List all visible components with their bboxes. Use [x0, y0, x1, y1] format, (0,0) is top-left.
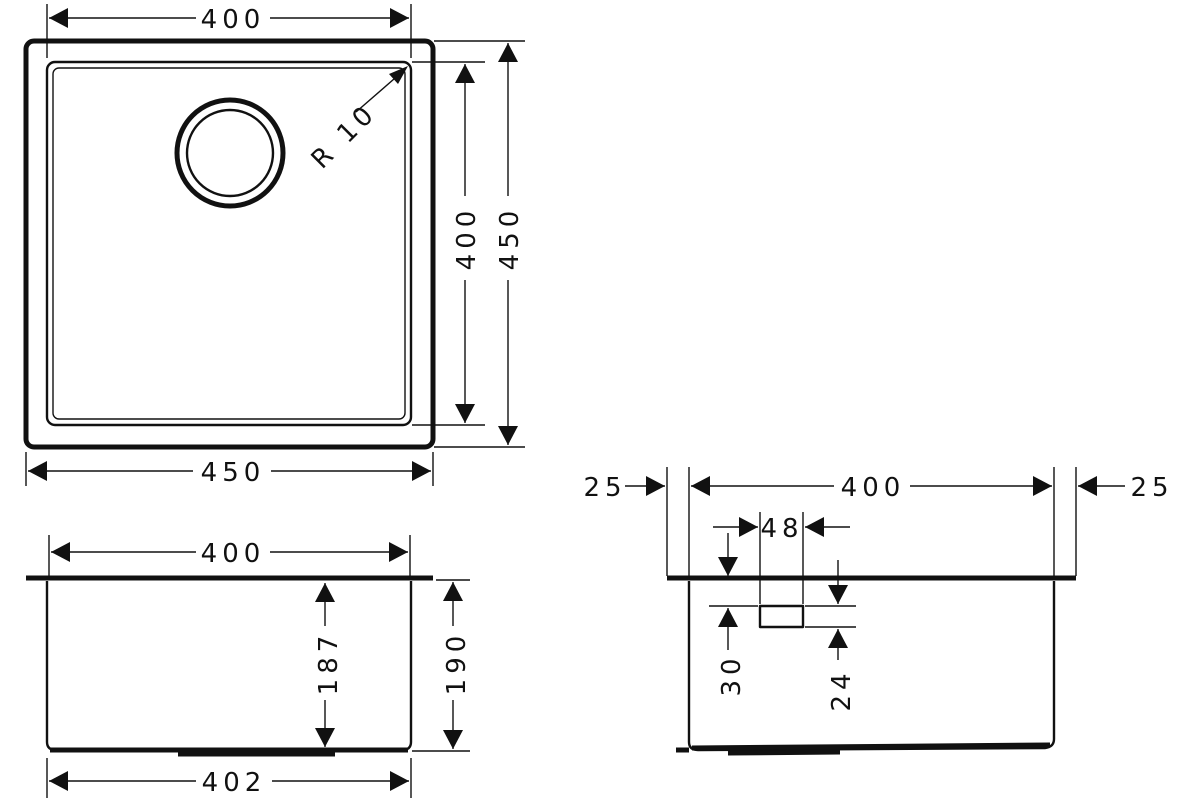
sink-inner-bowl — [45, 60, 413, 427]
dim-arrowhead — [828, 629, 848, 648]
side-width-label: 400 — [841, 473, 906, 503]
dim-arrowhead — [828, 585, 848, 604]
dim-arrowhead — [49, 8, 68, 28]
drain-outer-ring — [174, 97, 286, 209]
dim-arrowhead — [390, 8, 409, 28]
dim-arrowhead — [412, 461, 431, 481]
dim-arrowhead — [691, 476, 710, 496]
dim-arrowhead — [390, 771, 409, 791]
dim-arrowhead — [455, 64, 475, 83]
dim-arrowhead — [315, 728, 335, 747]
front-bowl-outline — [45, 581, 413, 752]
overflow-slot — [758, 604, 805, 629]
top-height-outer-label: 450 — [495, 206, 525, 271]
dim-arrowhead — [1033, 476, 1052, 496]
overflow-width-label: 48 — [760, 514, 803, 544]
dim-arrowhead — [49, 771, 68, 791]
dim-arrowhead — [389, 542, 408, 562]
dim-arrowhead — [443, 730, 463, 749]
dim-arrowhead — [646, 476, 665, 496]
side-flange-left-label: 25 — [583, 473, 626, 503]
dim-arrowhead — [498, 43, 518, 62]
side-bowl-outline — [687, 581, 1056, 752]
side-flange-right-label: 25 — [1130, 473, 1173, 503]
overflow-height-label: 24 — [827, 668, 857, 711]
dim-arrowhead — [443, 582, 463, 601]
top-view: R 10 400 450 400 450 — [23, 4, 525, 488]
dim-arrowhead — [455, 404, 475, 423]
side-drain-base — [727, 749, 841, 756]
top-width-inner-label: 400 — [201, 5, 266, 35]
radius-label: R 10 — [306, 98, 383, 175]
front-view: 400 402 187 190 — [26, 535, 472, 798]
side-bowl-bottom — [691, 742, 1051, 751]
radius-arrowhead — [389, 66, 408, 84]
front-width-bottom-label: 402 — [202, 768, 267, 798]
top-width-outer-label: 450 — [201, 458, 266, 488]
overflow-top-label: 30 — [717, 653, 747, 696]
front-depth-outer-label: 190 — [442, 631, 472, 696]
dim-arrowhead — [718, 608, 738, 627]
sink-inner-bowl-edge — [52, 67, 406, 420]
dim-arrowhead — [51, 542, 70, 562]
dim-arrowhead — [28, 461, 47, 481]
dim-arrowhead — [805, 517, 824, 537]
dim-arrowhead — [498, 426, 518, 445]
dim-arrowhead — [315, 583, 335, 602]
front-width-top-label: 400 — [201, 539, 266, 569]
front-depth-inner-label: 187 — [314, 631, 344, 696]
dim-arrowhead — [718, 557, 738, 576]
side-view: 25 400 25 48 30 24 — [583, 467, 1173, 756]
dim-arrowhead — [1078, 476, 1097, 496]
dim-arrowhead — [739, 517, 758, 537]
drain-inner-ring — [185, 108, 275, 198]
top-height-inner-label: 400 — [452, 206, 482, 271]
sink-outer-rim — [23, 38, 436, 450]
